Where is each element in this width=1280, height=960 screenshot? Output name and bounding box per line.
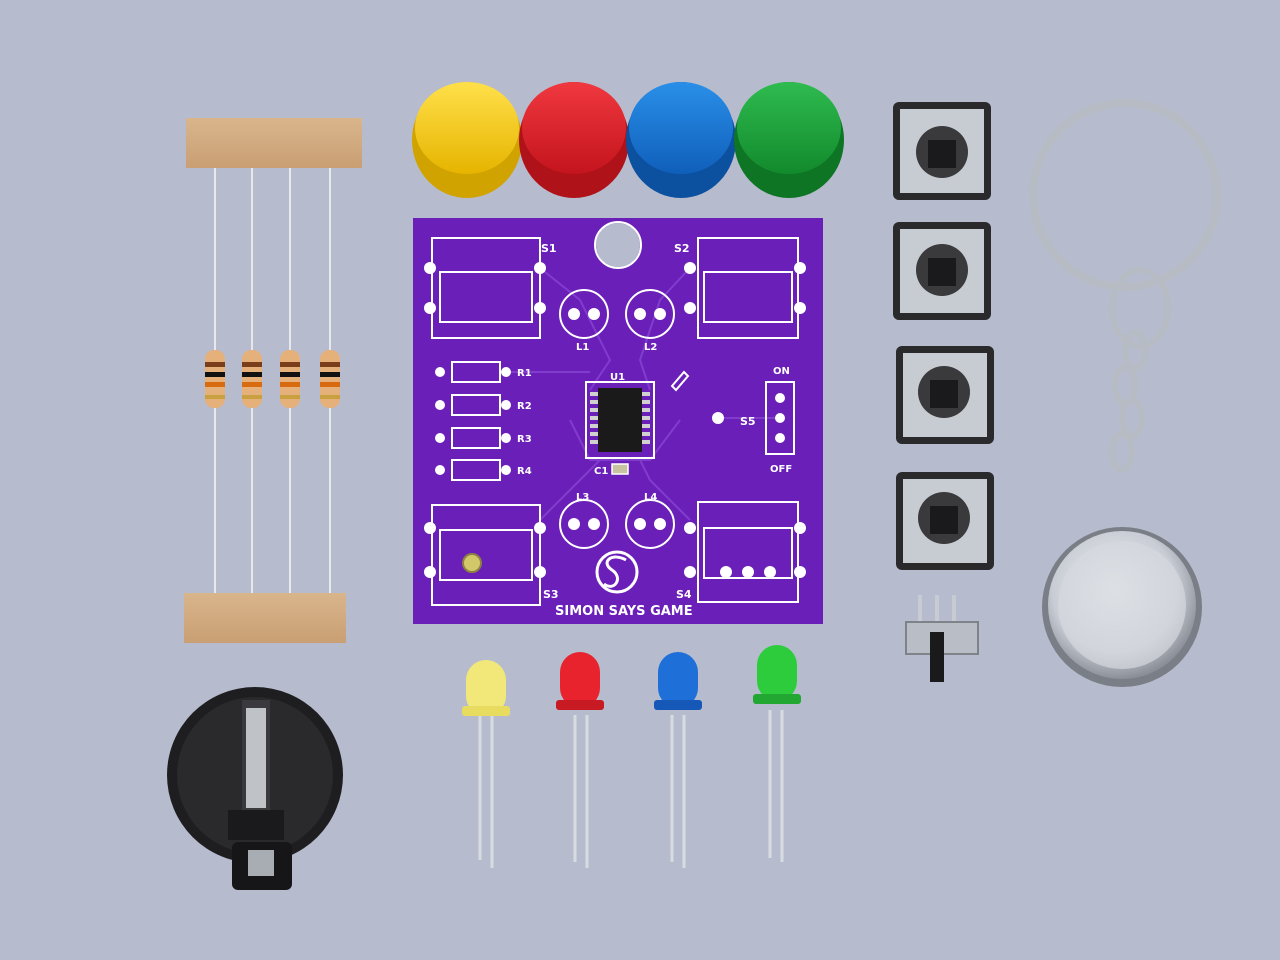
led-footprints <box>559 289 675 549</box>
label-s4: S4 <box>676 588 692 601</box>
red-button-cap <box>519 82 629 198</box>
yellow-button-cap <box>412 82 522 198</box>
label-r3: R3 <box>517 434 532 445</box>
paper-tape-bottom <box>184 593 346 643</box>
resistor-footprints <box>451 361 501 481</box>
pad-marker <box>462 553 482 573</box>
label-u1: U1 <box>610 372 625 383</box>
mounting-hole <box>596 223 640 267</box>
power-switch-footprint <box>765 381 795 455</box>
label-s3: S3 <box>543 588 559 601</box>
label-l1: L1 <box>576 342 589 353</box>
label-r1: R1 <box>517 368 532 379</box>
label-l2: L2 <box>644 342 657 353</box>
resistor-body <box>242 350 262 408</box>
label-off: OFF <box>770 464 792 475</box>
label-c1: C1 <box>594 466 608 477</box>
led-yellow <box>462 660 510 868</box>
label-s1: S1 <box>541 242 557 255</box>
led-red <box>556 652 604 868</box>
label-on: ON <box>773 366 790 377</box>
tactile-switch <box>893 222 991 320</box>
tactile-switch <box>893 102 991 200</box>
blue-button-cap <box>626 82 736 198</box>
label-r2: R2 <box>517 401 532 412</box>
slide-switch <box>905 595 979 682</box>
switch-footprint-s3 <box>431 504 541 606</box>
resistor-strip <box>184 118 362 643</box>
label-r4: R4 <box>517 466 532 477</box>
board-title: SIMON SAYS GAME <box>555 604 693 619</box>
paper-tape-top <box>186 118 362 168</box>
capacitor-c1 <box>611 463 629 475</box>
resistor-body <box>320 350 340 408</box>
ic-chip <box>585 381 655 459</box>
label-s2: S2 <box>674 242 690 255</box>
resistor-body <box>205 350 225 408</box>
pcb-board: S1 S2 S3 S4 S5 L1 L2 L3 L4 R1 R2 R3 R4 U… <box>413 218 823 624</box>
green-button-cap <box>734 82 844 198</box>
pen-icon <box>670 370 690 392</box>
switch-footprint-s1 <box>431 237 541 339</box>
led-blue <box>654 652 702 868</box>
label-l3: L3 <box>576 492 589 503</box>
s-logo-icon <box>595 550 639 594</box>
label-l4: L4 <box>644 492 657 503</box>
battery-holder <box>167 687 343 890</box>
switch-footprint-s2 <box>697 237 799 339</box>
led-green <box>753 645 801 862</box>
coin-cell-battery <box>1042 527 1202 687</box>
label-s5: S5 <box>740 415 756 428</box>
resistor-body <box>280 350 300 408</box>
solder-pads <box>424 262 806 578</box>
button-caps <box>412 82 844 198</box>
key-ring <box>1029 99 1221 473</box>
tactile-switch <box>896 472 994 570</box>
tactile-switch <box>896 346 994 444</box>
